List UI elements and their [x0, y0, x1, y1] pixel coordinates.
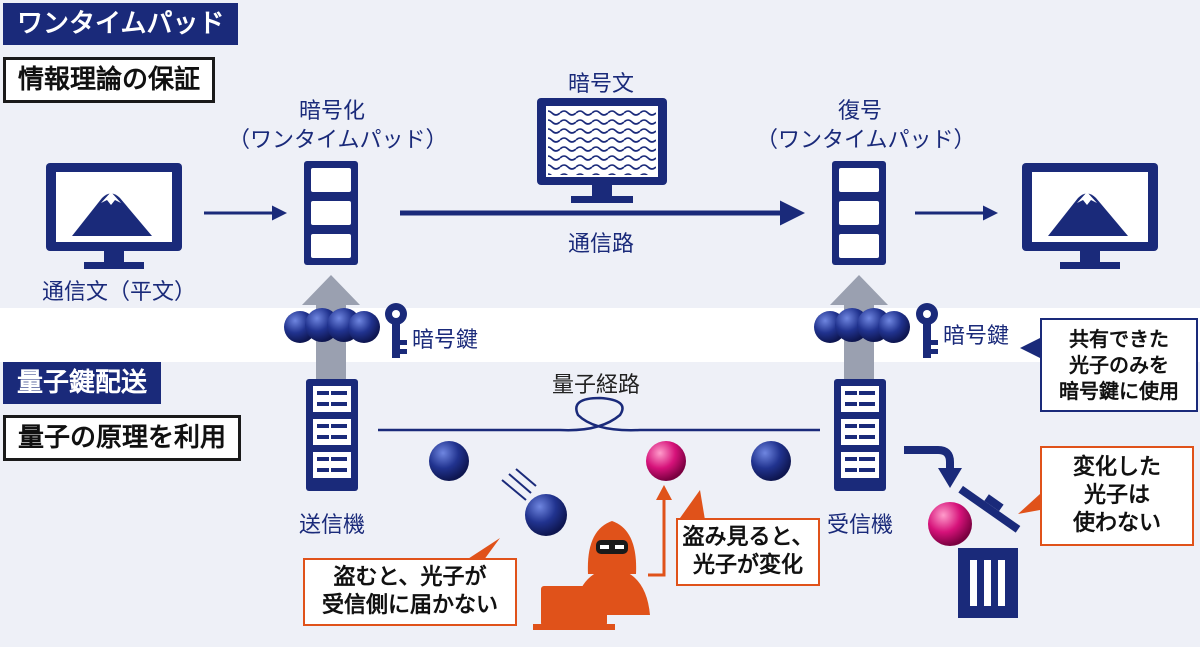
- photon-navy-2: [751, 441, 791, 481]
- decrypted-monitor-icon: [1022, 163, 1158, 269]
- peek-callout: 盗み見ると、 光子が変化: [676, 518, 820, 586]
- changed-callout-line-3: 使わない: [1072, 511, 1161, 536]
- plaintext-label: 通信文（平文）: [42, 280, 197, 305]
- photon-magenta-peeked: [646, 441, 686, 481]
- decrypt-label-2: （ワンタイムパッド）: [756, 128, 976, 153]
- decrypt-server-icon: [832, 161, 886, 265]
- changed-photon: [928, 502, 972, 546]
- section-qkd: 量子鍵配送: [3, 362, 162, 404]
- peek-callout-pointer: [680, 490, 705, 520]
- plaintext-monitor-icon: [46, 163, 182, 269]
- photon-cluster-left: [284, 308, 380, 343]
- encrypt-label-2: （ワンタイムパッド）: [228, 128, 448, 153]
- key-label-right: 暗号鍵: [943, 324, 1010, 349]
- key-icon-right: [916, 303, 938, 358]
- receiver-label: 受信機: [826, 513, 893, 538]
- changed-callout-pointer: [1018, 494, 1040, 514]
- steal-callout-line-1: 盗むと、光子が: [333, 565, 487, 590]
- key-label-left: 暗号鍵: [412, 328, 479, 353]
- quantum-path-label: 量子経路: [552, 373, 641, 398]
- hacker-icon: [533, 521, 650, 630]
- section-one-time-pad: ワンタイムパッド: [3, 3, 239, 45]
- photon-cluster-right: [814, 308, 910, 343]
- sender-server-icon: [306, 379, 358, 491]
- sender-label: 送信機: [298, 513, 365, 538]
- peek-callout-line-2: 光子が変化: [692, 553, 803, 578]
- decrypt-label-1: 復号: [837, 99, 882, 124]
- changed-callout-line-1: 変化した: [1072, 455, 1161, 480]
- shared-callout-line-1: 共有できた: [1069, 327, 1169, 351]
- key-icon-left: [385, 303, 407, 358]
- quantum-path-line: [378, 396, 820, 432]
- channel-label: 通信路: [567, 232, 634, 257]
- shared-callout-pointer: [1020, 338, 1040, 358]
- shared-callout-line-2: 光子のみを: [1069, 353, 1169, 377]
- encrypt-server-icon: [304, 161, 358, 265]
- trash-can-icon: [958, 485, 1021, 618]
- peek-callout-line-1: 盗み見ると、: [682, 525, 814, 550]
- shared-callout-line-3: 暗号鍵に使用: [1059, 379, 1179, 403]
- photon-navy-1: [429, 441, 469, 481]
- changed-callout-line-2: 光子は: [1083, 483, 1150, 508]
- steal-callout: 盗むと、光子が 受信側に届かない: [303, 558, 517, 626]
- shared-callout: 共有できた 光子のみを 暗号鍵に使用: [1040, 318, 1198, 412]
- section-info-theory: 情報理論の保証: [3, 57, 216, 103]
- ciphertext-label: 暗号文: [567, 72, 634, 97]
- steal-callout-line-2: 受信側に届かない: [321, 593, 498, 618]
- changed-callout: 変化した 光子は 使わない: [1040, 446, 1194, 546]
- encrypt-label-1: 暗号化: [298, 99, 365, 124]
- peek-arrow: [648, 495, 666, 577]
- section-quantum-principle: 量子の原理を利用: [3, 415, 242, 461]
- stolen-photon: [501, 468, 567, 536]
- discard-arrow: [904, 446, 954, 470]
- receiver-server-icon: [834, 379, 886, 491]
- ciphertext-monitor-icon: [537, 98, 667, 203]
